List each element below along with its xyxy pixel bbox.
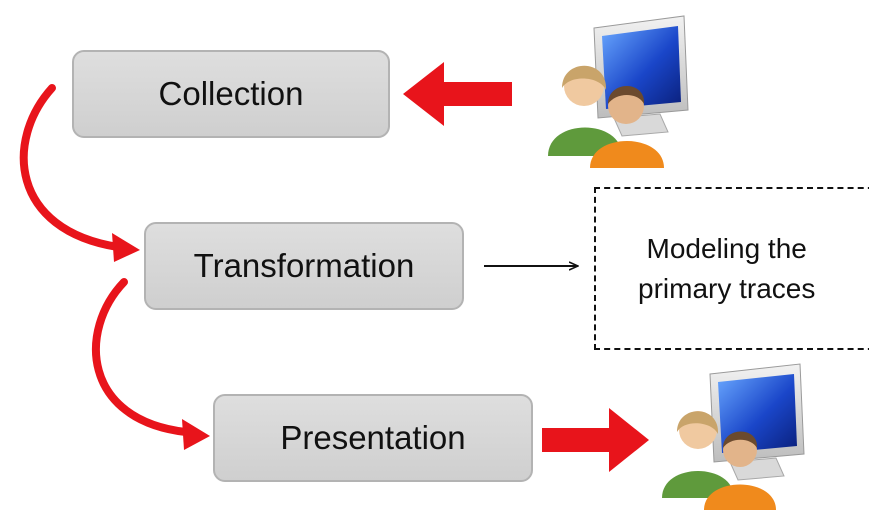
transformation-label: Transformation xyxy=(193,247,415,284)
curved-arrow-transformation-to-presentation xyxy=(92,278,190,436)
thick-arrow-to-collection xyxy=(403,62,512,126)
users-computer-icon xyxy=(662,363,805,510)
users-computer-icon xyxy=(548,15,689,168)
curved-arrow-head-1 xyxy=(112,233,140,262)
presentation-label: Presentation xyxy=(280,419,466,456)
curved-arrow-collection-to-transformation xyxy=(19,84,122,251)
curved-arrow-head-2 xyxy=(182,419,210,450)
transformation-box: Transformation xyxy=(144,222,464,310)
note-line-2: primary traces xyxy=(638,272,816,304)
presentation-box: Presentation xyxy=(213,394,533,482)
collection-box: Collection xyxy=(72,50,390,138)
thick-arrow-to-user xyxy=(542,408,649,472)
collection-label: Collection xyxy=(158,75,304,112)
note-text: Modeling the primary traces xyxy=(638,229,815,309)
note-line-1: Modeling the xyxy=(646,232,807,264)
modeling-note: Modeling the primary traces xyxy=(594,187,869,350)
